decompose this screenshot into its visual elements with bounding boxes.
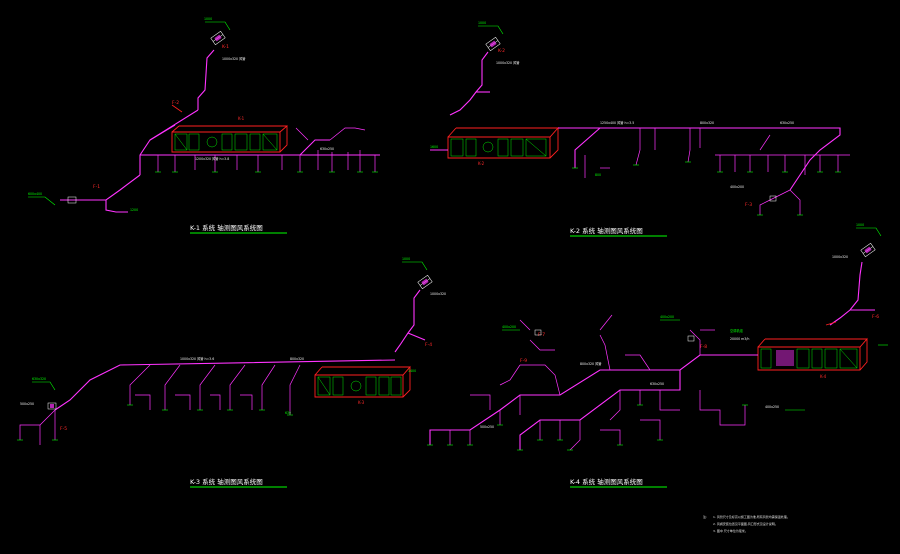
- ahu-k4: K-4: [757, 337, 868, 379]
- ahu-tag-k2: K-2: [478, 161, 485, 166]
- svg-text:1250x400 风管 h=3.5: 1250x400 风管 h=3.5: [600, 120, 634, 125]
- svg-text:F-7: F-7: [538, 332, 545, 338]
- svg-text:1000: 1000: [204, 17, 212, 21]
- svg-text:630: 630: [285, 411, 291, 415]
- svg-text:F-4: F-4: [425, 342, 432, 348]
- svg-text:F-2: F-2: [172, 100, 179, 106]
- system-k2: 1000 K-2 1000x320 风管 K-2 1600: [430, 21, 850, 237]
- title-k3: K-3 系统 轴测图风系统图: [190, 477, 263, 486]
- svg-text:800x320: 800x320: [700, 121, 714, 125]
- svg-text:F-5: F-5: [60, 426, 67, 432]
- svg-text:1000x320 风管 h=3.6: 1000x320 风管 h=3.6: [180, 356, 214, 361]
- svg-text:630x320: 630x320: [32, 377, 46, 381]
- svg-text:500x250: 500x250: [20, 402, 34, 406]
- svg-text:800x320: 800x320: [290, 357, 304, 361]
- svg-text:1000: 1000: [402, 257, 410, 261]
- ahu-k2: K-2: [447, 126, 559, 166]
- svg-text:空调机组: 空调机组: [730, 328, 744, 333]
- svg-text:1000x320: 1000x320: [832, 255, 848, 259]
- svg-text:1000: 1000: [856, 223, 864, 227]
- svg-text:400x200: 400x200: [660, 315, 674, 319]
- notes-line-3: 3. 图中 尺寸单位为毫米。: [713, 528, 748, 533]
- notes-header: 注:: [703, 514, 707, 519]
- system-k3: 1000 1000x320 F-4 K-3 1400: [17, 257, 446, 488]
- svg-text:F-8: F-8: [700, 344, 707, 350]
- svg-text:1200x320 风管 h=3.8: 1200x320 风管 h=3.8: [195, 156, 229, 161]
- svg-text:20000 m3/h: 20000 m3/h: [730, 337, 749, 341]
- title-k2: K-2 系统 轴测图风系统图: [570, 226, 643, 235]
- svg-text:400x250: 400x250: [765, 405, 779, 409]
- svg-text:630x250: 630x250: [320, 147, 334, 151]
- svg-text:1000: 1000: [478, 21, 486, 25]
- svg-text:1000x320 风管: 1000x320 风管: [222, 56, 245, 61]
- system-k4: 1000 1000x320 F-6 K-4 空调机组 20000 m3/h: [427, 223, 888, 488]
- svg-text:1000x320 风管: 1000x320 风管: [496, 60, 519, 65]
- ahu-k1: K-1: [171, 116, 288, 153]
- notes-line-2: 2. 风阀安装位置见平面图,风口形式见设计说明。: [713, 521, 778, 526]
- svg-text:630x250: 630x250: [650, 382, 664, 386]
- system-k1: 1000 K-1 1000x320 风管 K-1: [28, 17, 380, 234]
- title-k1: K-1 系统 轴测图风系统图: [190, 223, 263, 232]
- svg-text:1200: 1200: [130, 208, 138, 212]
- svg-text:K-1: K-1: [222, 44, 229, 50]
- svg-text:800: 800: [595, 173, 601, 177]
- svg-text:1000x320: 1000x320: [430, 292, 446, 296]
- svg-text:600x400: 600x400: [28, 192, 42, 196]
- svg-text:K-2: K-2: [498, 48, 505, 54]
- svg-text:1600: 1600: [430, 145, 438, 149]
- ahu-k3: K-3: [314, 365, 411, 405]
- svg-text:1400: 1400: [408, 369, 416, 373]
- svg-text:630x250: 630x250: [780, 121, 794, 125]
- title-k4: K-4 系统 轴测图风系统图: [570, 477, 643, 486]
- notes-line-1: 1. 风管尺寸及标高以施工图为准,所有风管均需保温处理。: [713, 514, 790, 519]
- ahu-tag-k3: K-3: [358, 400, 365, 405]
- svg-text:F-3: F-3: [745, 202, 752, 208]
- svg-text:F-1: F-1: [93, 184, 100, 190]
- svg-text:400x200: 400x200: [730, 185, 744, 189]
- svg-text:F-6: F-6: [872, 314, 879, 320]
- svg-text:F-9: F-9: [520, 358, 527, 364]
- svg-text:500x250: 500x250: [480, 425, 494, 429]
- svg-text:400x200: 400x200: [502, 325, 516, 329]
- drawing-notes: 注: 1. 风管尺寸及标高以施工图为准,所有风管均需保温处理。 2. 风阀安装位…: [703, 514, 790, 533]
- ahu-tag-k1: K-1: [238, 116, 245, 121]
- svg-text:800x320 风管: 800x320 风管: [580, 361, 601, 366]
- ahu-tag-k4: K-4: [820, 374, 827, 379]
